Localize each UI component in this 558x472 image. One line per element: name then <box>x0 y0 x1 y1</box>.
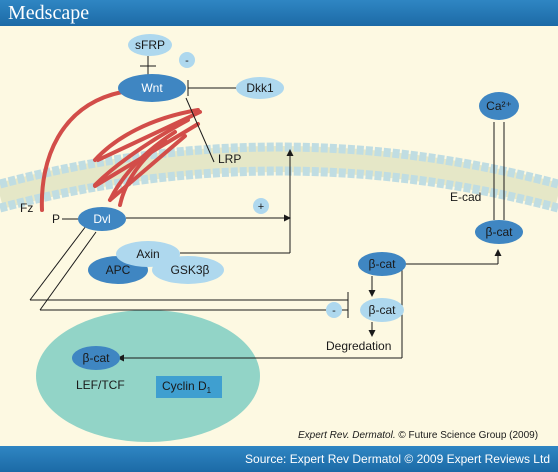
nucleus <box>36 310 260 442</box>
phosphate-label: P <box>52 212 60 226</box>
brand-logo[interactable]: Medscape <box>8 2 90 24</box>
node-sfrp[interactable]: sFRP <box>128 34 172 56</box>
calcium-label: Ca²⁺ <box>486 99 512 113</box>
cyclin-d1-box[interactable]: Cyclin D1 <box>156 376 222 398</box>
wnt-label: Wnt <box>141 81 163 95</box>
cell-membrane <box>0 142 558 213</box>
header-bar: Medscape <box>0 0 558 26</box>
node-dkk1[interactable]: Dkk1 <box>236 77 284 99</box>
svg-text:-: - <box>332 305 336 317</box>
dkk1-label: Dkk1 <box>246 81 274 95</box>
plus-sign: + <box>253 198 269 214</box>
node-calcium[interactable]: Ca²⁺ <box>479 92 519 120</box>
node-axin[interactable]: Axin <box>116 241 180 267</box>
node-bcat-nucleus[interactable]: β-cat <box>72 346 120 370</box>
cyclin-d1-label: Cyclin D1 <box>162 379 212 395</box>
citation: Expert Rev. Dermatol. © Future Science G… <box>298 430 538 441</box>
axin-label: Axin <box>136 247 159 261</box>
fz-label: Fz <box>20 201 33 215</box>
node-dvl[interactable]: Dvl <box>78 207 126 231</box>
wnt-signaling-diagram: sFRP Wnt Dkk1 LRP Fz P Dvl GSK3β APC Axi… <box>0 26 558 446</box>
bcat-membrane-label: β-cat <box>486 225 514 239</box>
sfrp-label: sFRP <box>135 38 165 52</box>
ecad-label: E-cad <box>450 190 481 204</box>
dvl-label: Dvl <box>93 212 110 226</box>
frizzled-receptor <box>39 90 202 212</box>
svg-text:-: - <box>185 55 189 67</box>
degredation-label: Degredation <box>326 339 391 353</box>
node-bcat-membrane[interactable]: β-cat <box>475 220 523 244</box>
footer-bar: Source: Expert Rev Dermatol © 2009 Exper… <box>0 446 558 472</box>
apc-label: APC <box>106 263 131 277</box>
bcat-degraded-label: β-cat <box>369 303 397 317</box>
svg-text:+: + <box>258 201 264 213</box>
source-credit: Source: Expert Rev Dermatol © 2009 Exper… <box>245 452 550 466</box>
node-bcat-degraded[interactable]: β-cat <box>360 298 404 322</box>
lef-tcf-label: LEF/TCF <box>76 378 125 392</box>
node-wnt[interactable]: Wnt <box>118 74 186 102</box>
gsk3b-label: GSK3β <box>171 263 210 277</box>
node-bcat-cytoplasm[interactable]: β-cat <box>358 252 406 276</box>
bcat-nucleus-label: β-cat <box>83 351 111 365</box>
minus-sign-bottom: - <box>326 302 342 318</box>
pathway-lines <box>29 56 505 362</box>
bcat-cytoplasm-label: β-cat <box>369 257 397 271</box>
lrp-label: LRP <box>218 152 241 166</box>
minus-sign-top: - <box>179 52 195 68</box>
